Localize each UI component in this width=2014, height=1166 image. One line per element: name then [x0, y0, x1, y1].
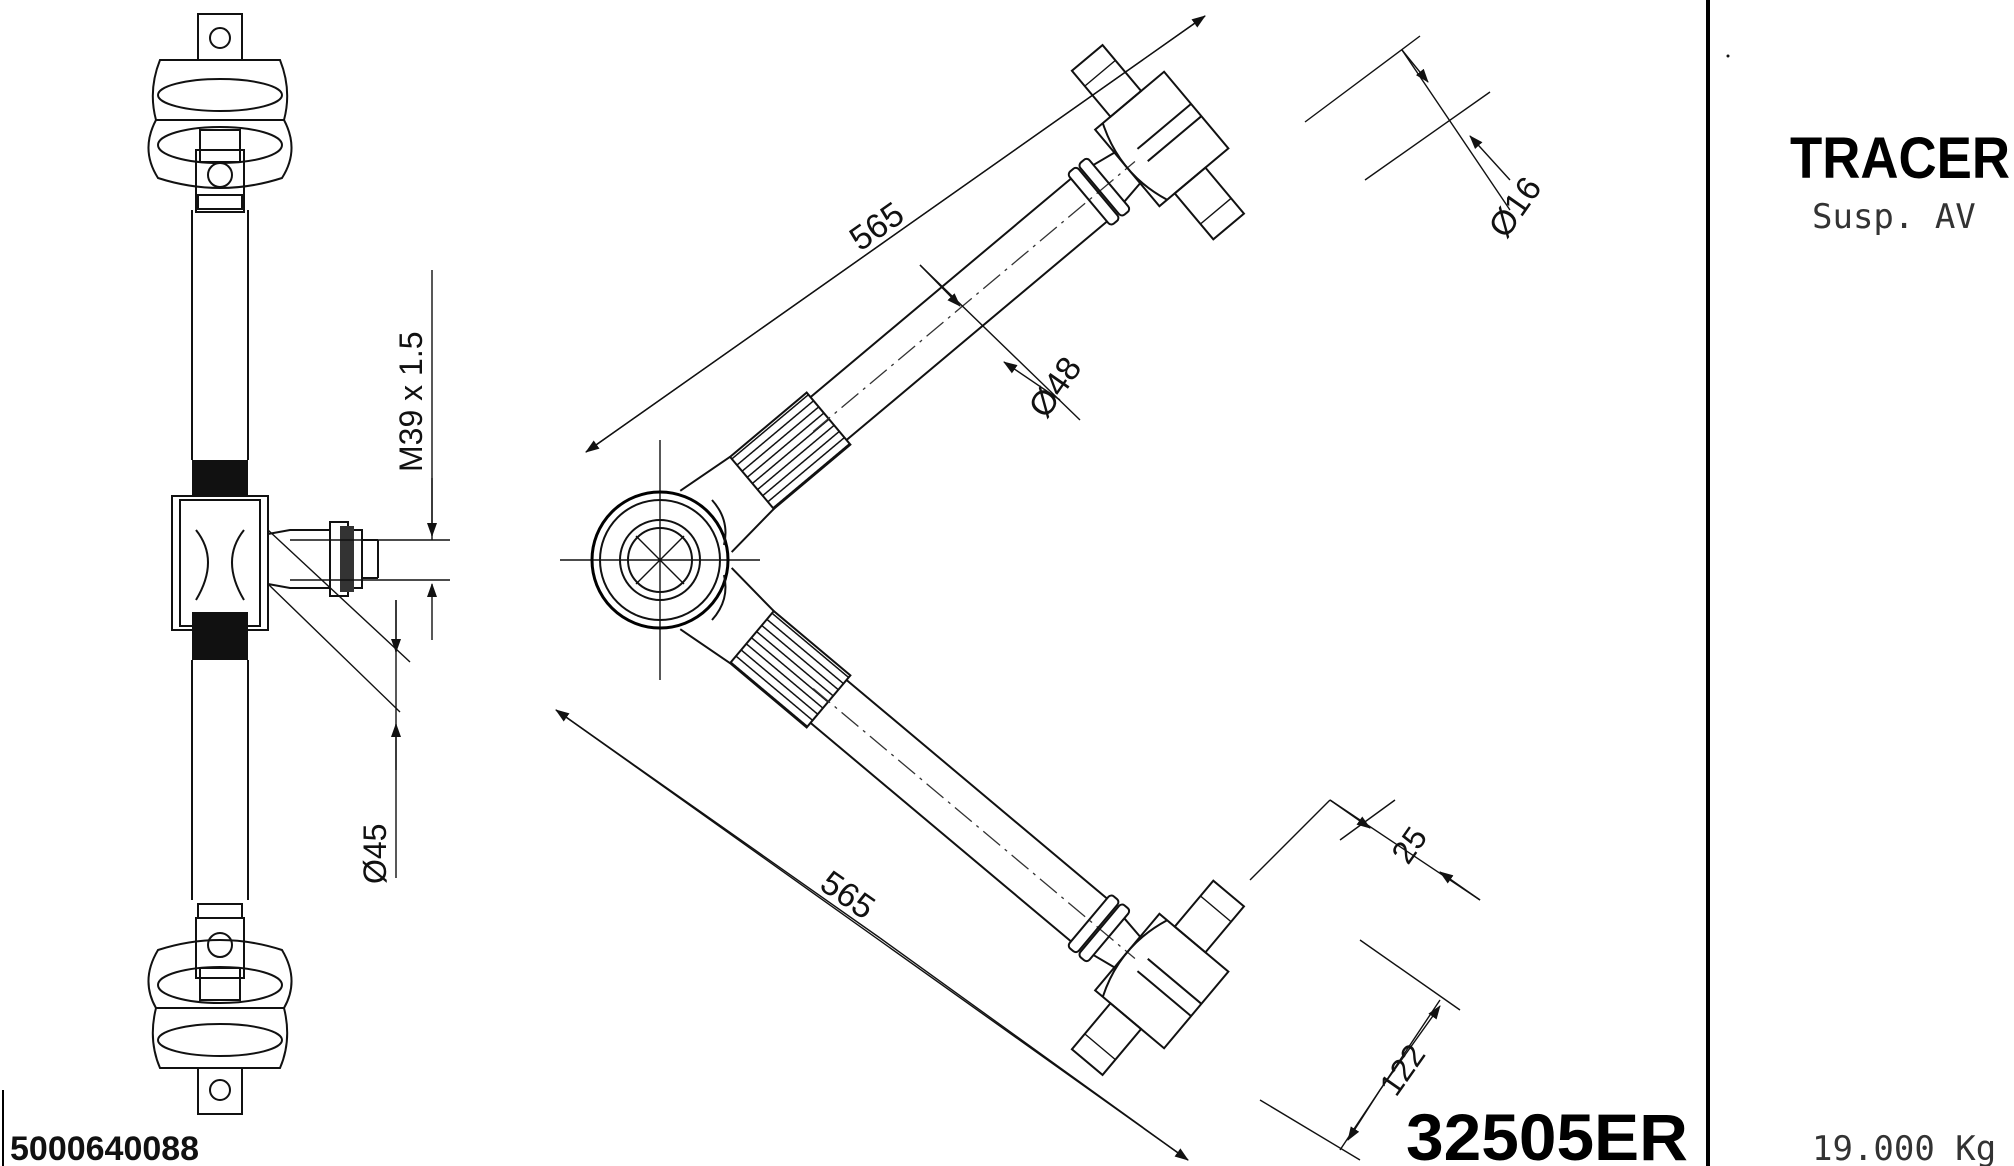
v-arm-dimensions: [555, 15, 1511, 1161]
bushing-width-label: 25: [1384, 820, 1434, 870]
speck: [1726, 54, 1730, 58]
reference-code: 5000640088: [10, 1130, 199, 1166]
upper-arm-length-label: 565: [843, 195, 911, 259]
rod-diameter-label: Ø48: [1021, 350, 1089, 424]
side-view-dimensions: [267, 270, 450, 878]
lower-arm-length-label: 565: [813, 863, 881, 927]
application-subtitle: Susp. AV: [1812, 197, 1976, 237]
v-arm-view: [560, 43, 1246, 1077]
weight-label: 19.000 Kg: [1812, 1129, 1996, 1166]
pin-length-label: 122: [1372, 1038, 1432, 1102]
brand-title: TRACER: [1790, 126, 2010, 191]
thread-label: M39 x 1.5: [393, 331, 429, 472]
part-number: 32505ER: [1406, 1100, 1688, 1166]
ball-joint-diameter-label: Ø45: [357, 824, 393, 884]
pin-diameter-label: Ø16: [1481, 170, 1549, 244]
side-view: [147, 13, 379, 1115]
